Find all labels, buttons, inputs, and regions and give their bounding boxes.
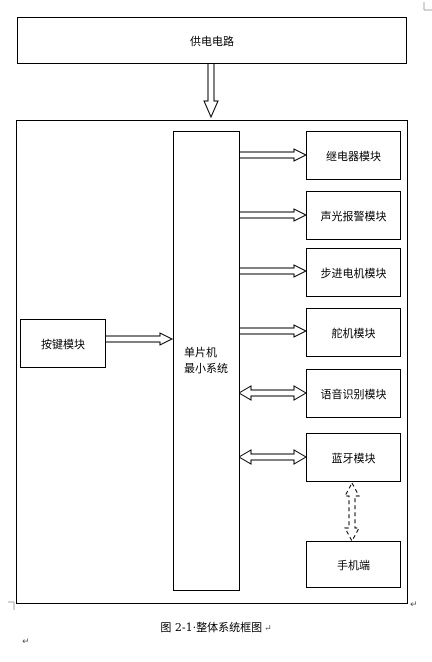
alarm-block: 声光报警模块 [306, 191, 401, 240]
paragraph-mark-right: ↵ [410, 600, 418, 610]
bluetooth-arrow [238, 449, 307, 465]
stepper-label: 步进电机模块 [320, 266, 387, 280]
relay-block: 继电器模块 [306, 131, 401, 180]
voice-block: 语音识别模块 [306, 369, 401, 418]
servo-arrow [238, 324, 308, 338]
alarm-label: 声光报警模块 [320, 209, 387, 223]
relay-label: 继电器模块 [326, 149, 381, 163]
figure-caption-text: 图 2-1·整体系统框图 [160, 621, 263, 634]
relay-arrow [238, 148, 308, 162]
phone-label: 手机端 [337, 558, 370, 572]
mcu-label-line1: 单片机 [184, 346, 217, 359]
alarm-arrow [238, 208, 308, 222]
system-outline [16, 120, 408, 604]
servo-label: 舵机模块 [331, 326, 376, 340]
servo-block: 舵机模块 [306, 308, 401, 357]
paragraph-mark: ↵ [264, 624, 272, 634]
voice-arrow [238, 385, 307, 401]
bluetooth-block: 蓝牙模块 [306, 433, 401, 482]
power-circuit-block: 供电电路 [17, 17, 407, 64]
bluetooth-label: 蓝牙模块 [331, 451, 376, 465]
corner-mark-bottom-left [8, 601, 15, 610]
keypad-block: 按键模块 [20, 319, 106, 368]
paragraph-mark-bottom: ↵ [22, 637, 30, 647]
figure-caption: 图 2-1·整体系统框图↵ [0, 619, 432, 635]
corner-mark-top-right [423, 2, 432, 11]
power-arrow [203, 62, 219, 119]
wireless-link-arrow [344, 481, 360, 543]
keypad-label: 按键模块 [41, 337, 85, 351]
stepper-block: 步进电机模块 [306, 248, 401, 297]
phone-block: 手机端 [306, 541, 401, 588]
keypad-arrow [104, 332, 174, 346]
mcu-block: 单片机 最小系统 [173, 131, 240, 591]
voice-label: 语音识别模块 [320, 387, 387, 401]
stepper-arrow [238, 264, 308, 278]
mcu-label-line2: 最小系统 [184, 362, 228, 375]
power-circuit-label: 供电电路 [190, 34, 234, 48]
